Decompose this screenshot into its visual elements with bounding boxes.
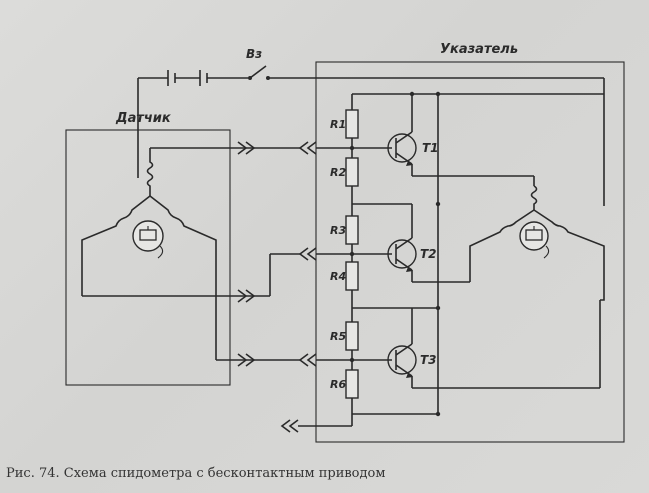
transistor-t2 — [387, 237, 417, 272]
resistor-r2 — [345, 157, 359, 187]
transistor-t1 — [387, 131, 417, 166]
resistor-r6-label: R6 — [330, 378, 346, 391]
transistor-wiring — [411, 94, 600, 414]
connector-2 — [298, 247, 317, 261]
resistor-labels: R1 R2 R3 R4 R5 R6 — [330, 118, 346, 391]
indicator-stator — [469, 176, 605, 388]
transistor-t3-label: T3 — [420, 353, 437, 367]
sensor-wires — [81, 147, 300, 361]
figure-caption: Рис. 74. Схема спидометра с бесконтактны… — [6, 466, 386, 481]
sensor-stator — [81, 148, 217, 262]
sensor-rotor — [132, 220, 164, 259]
resistor-r4-label: R4 — [330, 270, 346, 283]
resistor-r3 — [345, 215, 359, 245]
connector-4 — [237, 353, 317, 367]
battery-symbol — [137, 70, 248, 178]
connector-3 — [237, 289, 256, 303]
resistor-r3-label: R3 — [330, 224, 346, 237]
resistor-column — [345, 94, 438, 426]
connector-ground — [280, 419, 352, 433]
transistor-t2-label: T2 — [420, 247, 437, 261]
resistor-r2-label: R2 — [330, 166, 346, 179]
indicator-label: Указатель — [440, 42, 518, 57]
resistor-r5-label: R5 — [330, 330, 346, 343]
ignition-switch — [248, 65, 604, 80]
resistor-r5 — [345, 321, 359, 351]
sensor-frame — [65, 129, 231, 386]
transistor-t3 — [387, 343, 417, 378]
resistor-r4 — [345, 261, 359, 291]
indicator-frame — [315, 61, 625, 443]
resistor-r6 — [345, 369, 359, 399]
connector-1 — [237, 141, 317, 155]
sensor-label: Датчик — [115, 111, 172, 126]
resistor-r1 — [345, 109, 359, 139]
indicator-rotor — [519, 221, 550, 259]
resistor-r1-label: R1 — [330, 118, 346, 131]
transistor-t1-label: T1 — [422, 141, 439, 155]
switch-label: Вз — [246, 47, 262, 61]
